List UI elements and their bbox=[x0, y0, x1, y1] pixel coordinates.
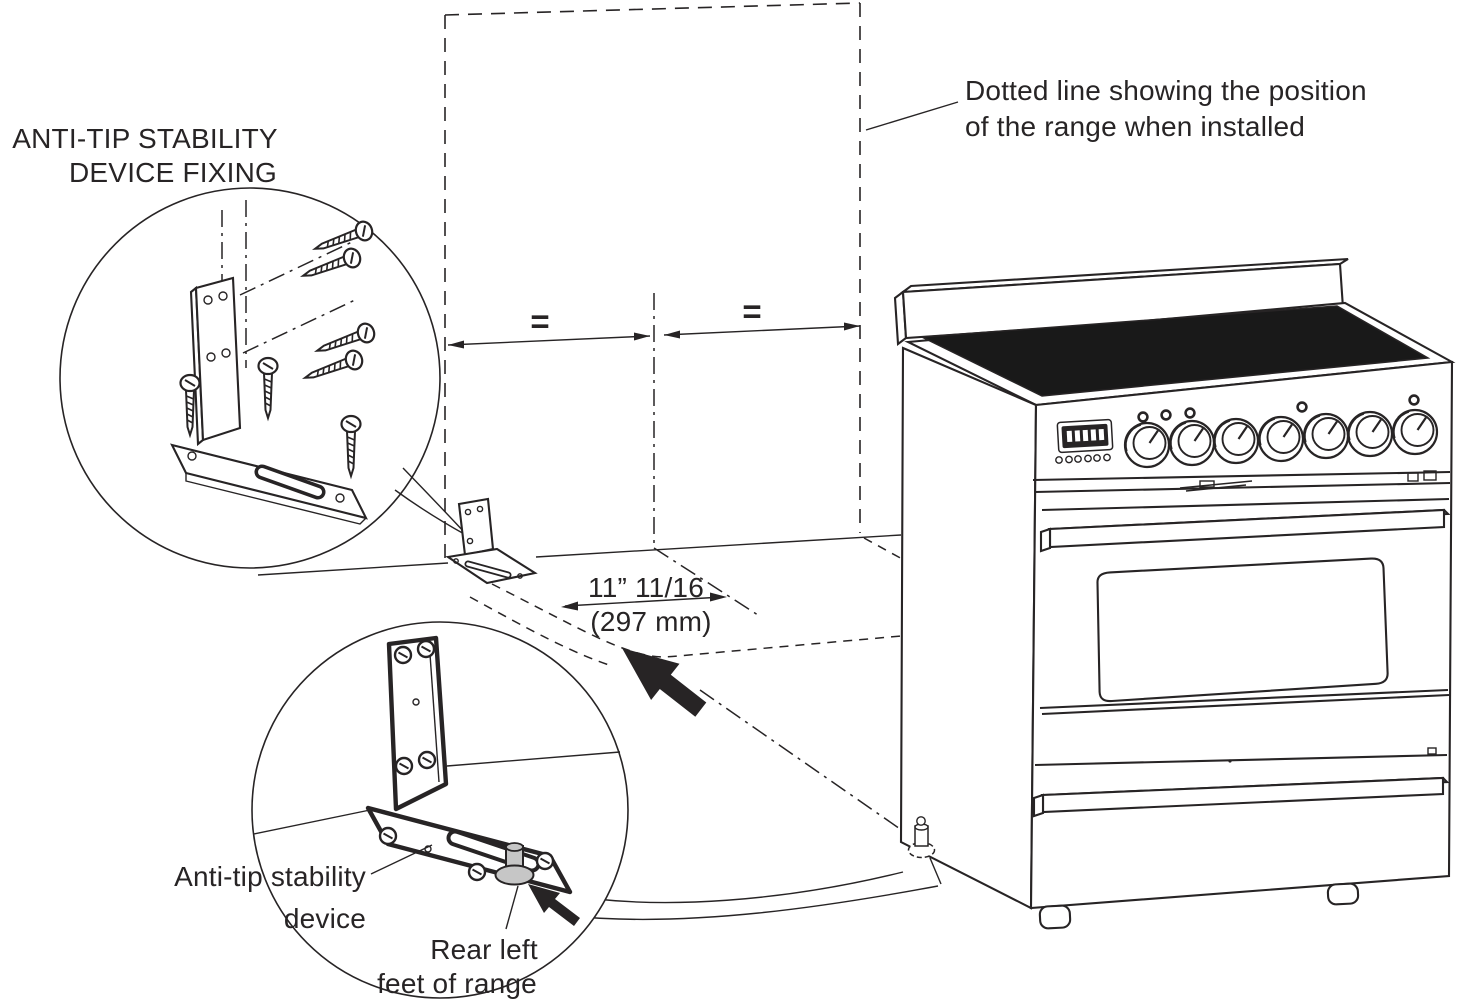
oven-door-window bbox=[1096, 557, 1389, 703]
detail-sweep-arcs bbox=[561, 871, 939, 921]
equal-spacing-dimension: = = bbox=[447, 293, 861, 349]
range-front-left-foot bbox=[1038, 904, 1072, 930]
range-control-panel bbox=[1055, 394, 1439, 469]
storage-drawer bbox=[1032, 747, 1450, 818]
bracket-vertical-plate-exploded bbox=[189, 276, 242, 447]
note-dotted-line-1: Dotted line showing the position bbox=[965, 75, 1367, 106]
range-front-right-foot bbox=[1326, 882, 1360, 906]
floor-corner-dashes bbox=[863, 537, 905, 561]
center-axis-floor-line bbox=[653, 547, 759, 616]
range-backsplash bbox=[893, 257, 1349, 347]
note-leader-line bbox=[865, 101, 959, 131]
rear-left-foot bbox=[494, 842, 535, 886]
detail-leader-swoosh bbox=[394, 467, 467, 536]
rear-feet-label-1: Rear left bbox=[430, 934, 538, 965]
direction-arrow-large bbox=[622, 648, 707, 717]
control-knob bbox=[1168, 419, 1216, 467]
control-knob bbox=[1212, 417, 1260, 465]
equal-sign-left: = bbox=[530, 303, 549, 340]
cooktop-glass bbox=[919, 305, 1431, 397]
anti-tip-label-2: device bbox=[284, 903, 366, 934]
range-front-panel bbox=[1029, 360, 1454, 910]
control-knob bbox=[1346, 410, 1394, 458]
equal-sign-right: = bbox=[742, 293, 761, 330]
detail-circle-installed bbox=[251, 621, 629, 999]
floor-line bbox=[257, 534, 902, 576]
drawer-handle bbox=[1032, 776, 1450, 818]
figure-title-line2: DEVICE FIXING bbox=[69, 157, 277, 188]
anti-tip-bracket-installed bbox=[445, 497, 538, 585]
oven-vent bbox=[1032, 470, 1451, 494]
bracket-to-foot-axis-line bbox=[699, 689, 917, 841]
dimension-imperial: 11” 11/16 bbox=[588, 572, 704, 603]
range-rear-left-foot bbox=[907, 816, 942, 885]
dimension-metric: (297 mm) bbox=[590, 606, 711, 637]
panel-buttons bbox=[1055, 453, 1111, 464]
range-illustration bbox=[893, 257, 1456, 930]
note-dotted-line-2: of the range when installed bbox=[965, 111, 1305, 142]
anti-tip-label-1: Anti-tip stability bbox=[174, 861, 366, 892]
labels: ANTI-TIP STABILITY DEVICE FIXING Dotted … bbox=[12, 75, 1367, 999]
control-knob bbox=[1123, 421, 1171, 469]
panel-indicator-lights bbox=[1137, 394, 1420, 423]
offset-dimension: 11” 11/16 (297 mm) bbox=[561, 572, 727, 637]
direction-arrow-small bbox=[528, 884, 580, 926]
rear-feet-label-2: feet of range bbox=[377, 968, 537, 999]
bracket-vertical-plate bbox=[386, 635, 449, 812]
control-knob bbox=[1257, 415, 1305, 463]
range-display bbox=[1056, 418, 1114, 454]
rear-feet-leader-line bbox=[505, 885, 519, 930]
anti-tip-leader-line bbox=[370, 844, 433, 875]
control-knob bbox=[1302, 412, 1350, 460]
bracket-base-plate-exploded bbox=[170, 443, 368, 525]
control-knob bbox=[1391, 408, 1439, 456]
figure-title-line1: ANTI-TIP STABILITY bbox=[12, 123, 278, 154]
detail-circle-fixing bbox=[59, 187, 441, 569]
oven-door-handle bbox=[1039, 508, 1451, 553]
dashed-top-edge bbox=[444, 2, 861, 16]
wall-position-dashed-outline bbox=[444, 2, 861, 560]
oven-door bbox=[1039, 497, 1451, 716]
